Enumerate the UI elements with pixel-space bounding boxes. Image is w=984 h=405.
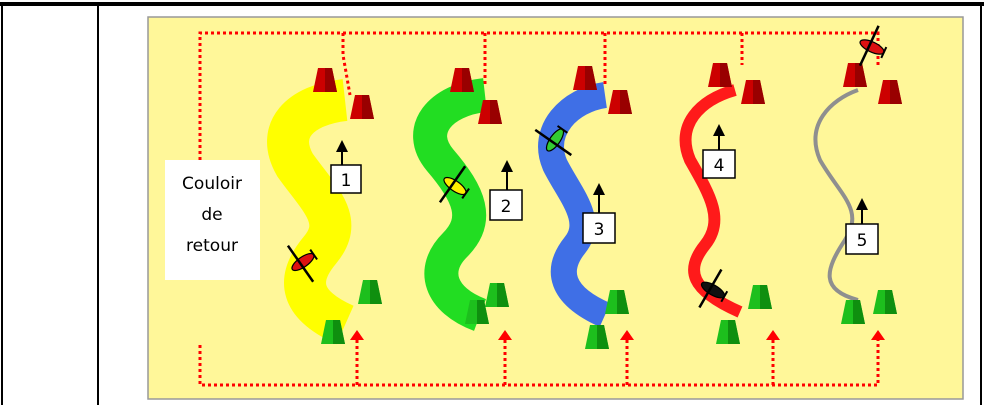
lanes: [267, 78, 859, 345]
red-cone-icon: [608, 90, 632, 114]
up-arrow-icon: [501, 160, 513, 190]
lane-label-4: 4: [702, 149, 736, 179]
red-cone-icon: [843, 63, 867, 87]
green-cone-icon: [841, 300, 865, 324]
lane-label-5-text: 5: [857, 231, 868, 251]
lane-label-2-text: 2: [501, 197, 512, 217]
up-arrow-icon: [713, 124, 725, 150]
up-arrow-icon: [336, 140, 348, 165]
lane-label-3: 3: [582, 212, 616, 244]
lane-2-path: [413, 78, 488, 331]
legend-line-1: Couloir: [182, 174, 242, 194]
red-cone-icon: [350, 95, 374, 119]
up-arrow-icon: [350, 330, 364, 340]
toy-plane-icon: [534, 125, 573, 157]
red-cone-icon: [478, 100, 502, 124]
lane-1-path: [267, 79, 355, 345]
red-cone-icon: [573, 66, 597, 90]
red-cone-icon: [741, 80, 765, 104]
toy-plane-icon: [698, 268, 729, 309]
lane-4-path: [679, 84, 743, 318]
green-cone-icon: [873, 290, 897, 314]
green-cone-icon: [465, 300, 489, 324]
up-arrow-icon: [766, 330, 780, 340]
lane-labels: 1 2 3 4 5: [330, 149, 879, 255]
lane-label-2: 2: [489, 189, 523, 221]
toy-plane-icon: [286, 244, 318, 283]
up-arrow-icon: [856, 198, 868, 224]
lane-3-path: [538, 82, 611, 327]
green-cone-icon: [605, 290, 629, 314]
legend-box: [165, 160, 260, 280]
green-cone-icon: [716, 320, 740, 344]
lane-label-5: 5: [845, 223, 879, 255]
red-cone-icon: [313, 68, 337, 92]
lane-label-4-text: 4: [714, 156, 725, 176]
finish-cones: [313, 63, 902, 124]
legend-line-2: de: [201, 205, 222, 225]
lane-5-path: [813, 88, 859, 302]
toy-plane-icon: [438, 165, 470, 204]
up-arrow-icon: [871, 330, 885, 340]
start-cones: [321, 280, 897, 349]
red-cone-icon: [878, 80, 902, 104]
lane-label-3-text: 3: [594, 220, 605, 240]
up-arrow-icon: [498, 330, 512, 340]
up-arrow-icon: [620, 330, 634, 340]
direction-arrows: [336, 124, 868, 224]
legend-line-3: retour: [186, 236, 238, 256]
lane-label-1-text: 1: [341, 171, 352, 191]
red-cone-icon: [450, 68, 474, 92]
green-cone-icon: [748, 285, 772, 309]
green-cone-icon: [585, 325, 609, 349]
return-arrowheads: [350, 330, 885, 340]
green-cone-icon: [485, 283, 509, 307]
planes: [286, 25, 888, 309]
red-cone-icon: [708, 63, 732, 87]
toy-plane-icon: [858, 25, 888, 67]
green-cone-icon: [358, 280, 382, 304]
playing-field: [147, 16, 964, 400]
lane-label-1: 1: [330, 164, 362, 194]
green-cone-icon: [321, 320, 345, 344]
up-arrow-icon: [593, 183, 605, 213]
